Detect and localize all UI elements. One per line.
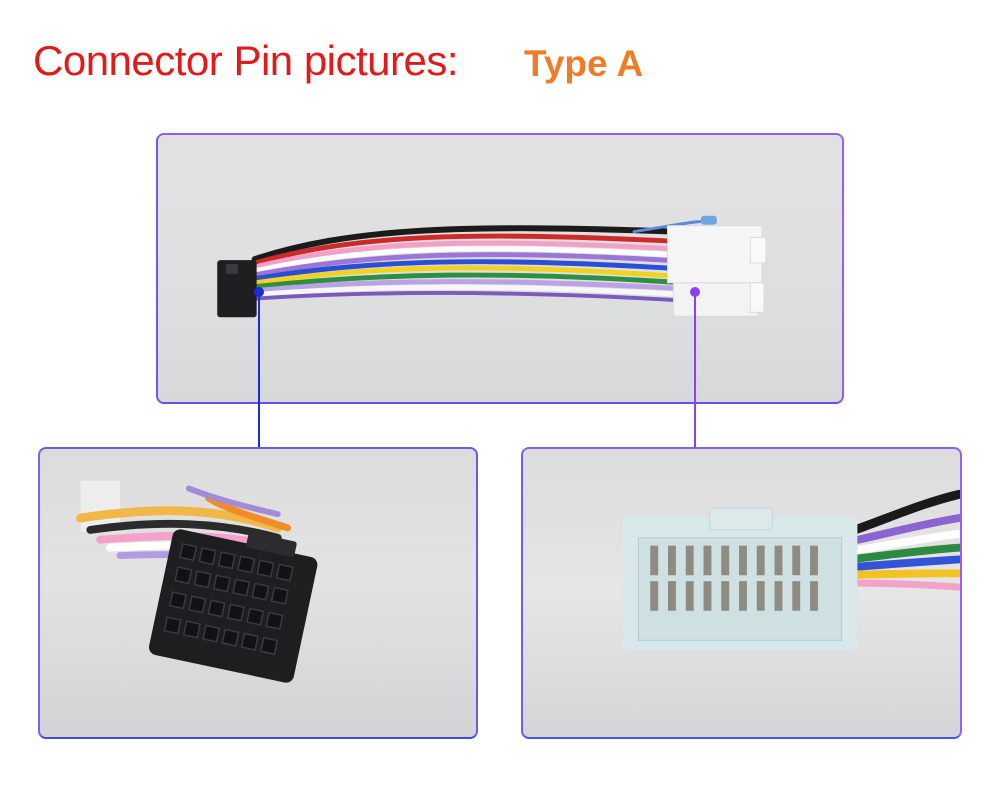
fuse-shape bbox=[700, 215, 717, 225]
harness-illustration bbox=[217, 215, 767, 318]
black-connector-shape bbox=[217, 260, 257, 318]
black-connector-shape bbox=[148, 529, 318, 683]
white-connector-closeup-photo bbox=[521, 447, 962, 739]
type-label: Type A bbox=[524, 43, 644, 84]
harness-overview-photo bbox=[156, 133, 844, 404]
page-title: Connector Pin pictures: bbox=[33, 37, 459, 84]
black-connector-illustration bbox=[76, 480, 318, 683]
white-connector-shape bbox=[666, 225, 767, 317]
white-connector-shape bbox=[622, 507, 858, 651]
white-connector-illustration bbox=[622, 489, 960, 651]
black-connector-closeup-photo bbox=[38, 447, 478, 739]
